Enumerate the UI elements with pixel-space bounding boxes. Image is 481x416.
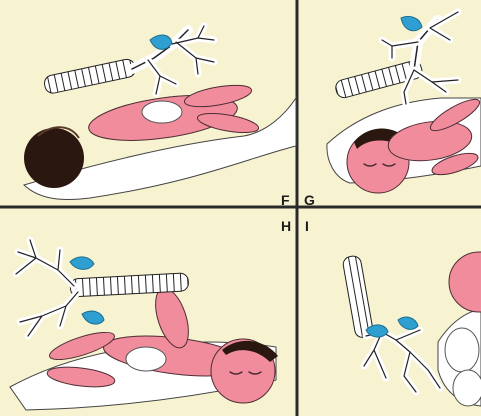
panel-letter-i: I	[305, 218, 309, 234]
panel-letter-f: F	[281, 192, 290, 208]
panel-letter-g: G	[304, 192, 315, 208]
panel-letter-h: H	[281, 218, 291, 234]
